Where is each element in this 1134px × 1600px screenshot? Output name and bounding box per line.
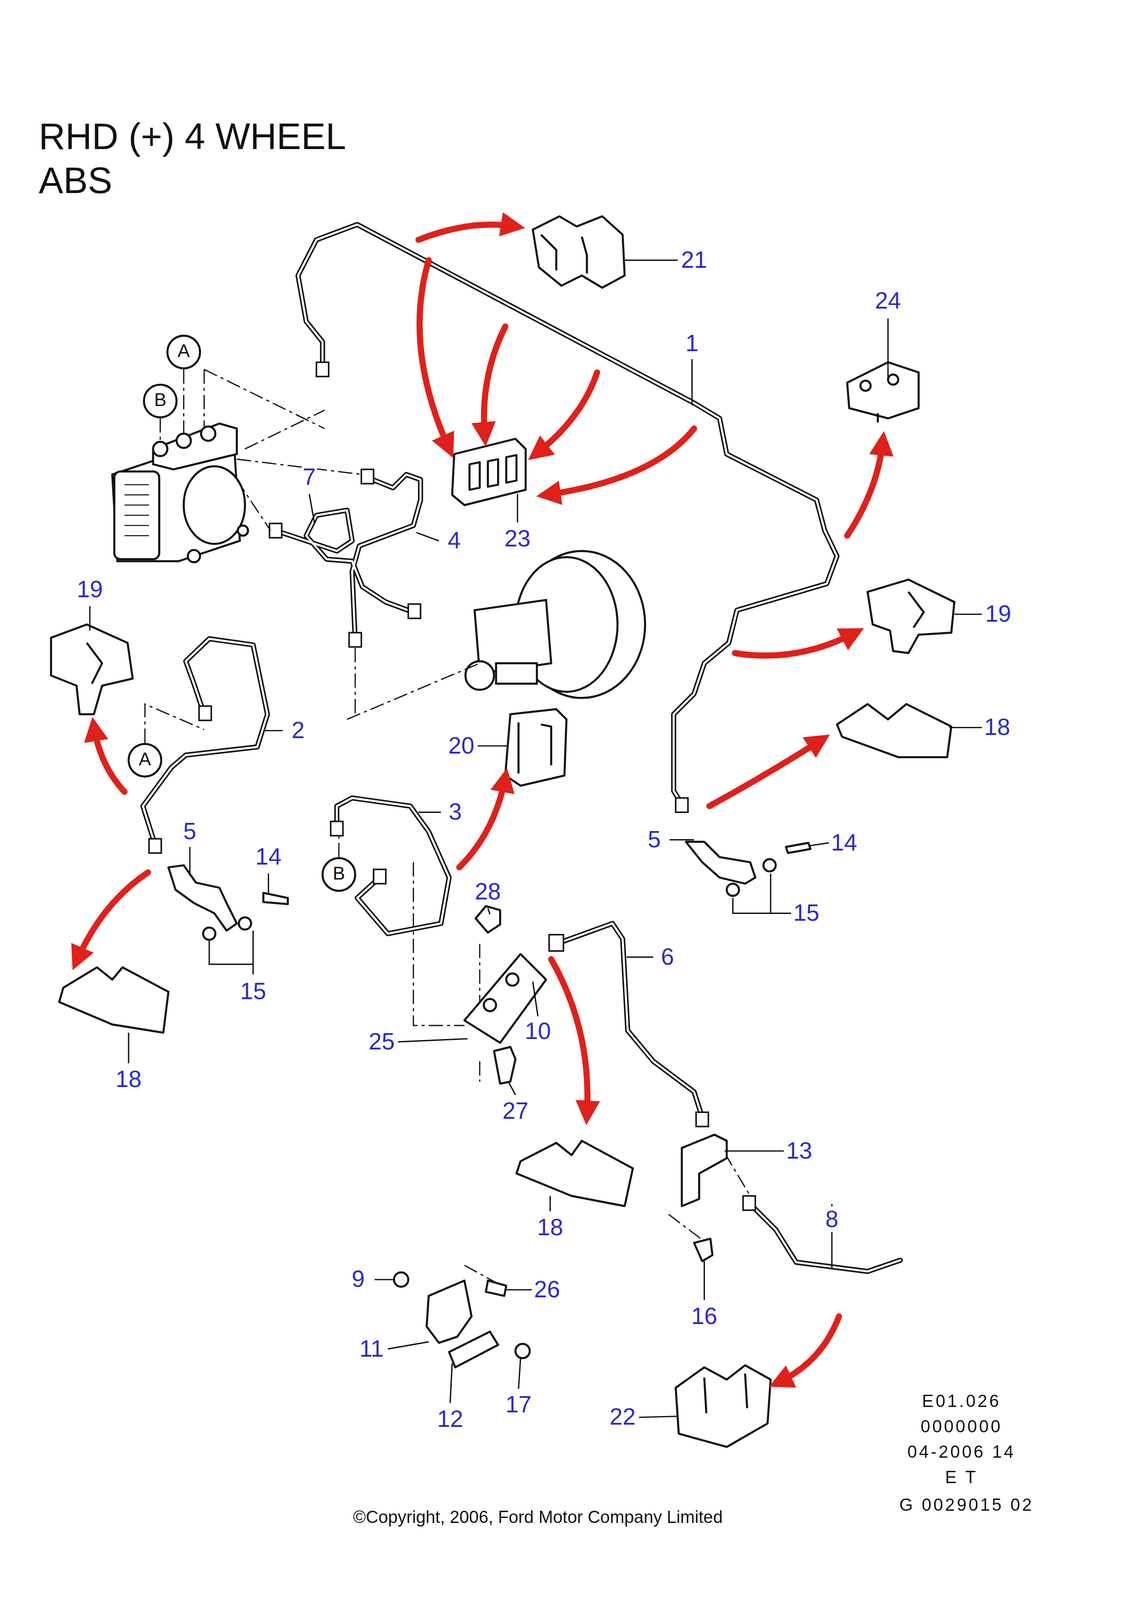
callout-number: 17	[504, 1391, 533, 1418]
callout-number: 16	[690, 1302, 719, 1329]
callout-number: 24	[873, 288, 903, 314]
copyright-note: ©Copyright, 2006, Ford Motor Company Lim…	[352, 1508, 724, 1528]
reference-letter: B	[154, 390, 167, 412]
callout-number: 2	[290, 717, 306, 744]
drawing-code: E01.026	[921, 1392, 1003, 1412]
callout-number: 19	[984, 601, 1013, 628]
diagram-title: RHD (+) 4 WHEEL ABS	[38, 114, 387, 203]
callout-number: 3	[447, 799, 463, 826]
callout-number: 6	[660, 944, 676, 970]
callout-number: 15	[792, 900, 821, 927]
drawing-code: 0000000	[919, 1417, 1004, 1437]
reference-circle: B	[142, 383, 179, 420]
callout-number: 27	[501, 1098, 530, 1125]
callout-number: 9	[350, 1266, 366, 1293]
callout-number: 18	[114, 1066, 143, 1093]
drawing-code: E T	[944, 1468, 980, 1488]
callout-number: 8	[824, 1206, 840, 1233]
reference-circle: A	[165, 333, 202, 370]
callout-number: 12	[435, 1406, 464, 1433]
callout-number: 10	[523, 1018, 552, 1045]
callout-number: 20	[447, 733, 476, 759]
callout-number: 14	[829, 829, 859, 856]
callout-number: 11	[358, 1336, 385, 1362]
callout-number: 7	[301, 464, 317, 491]
callout-number: 18	[983, 714, 1012, 741]
reference-letter: A	[138, 749, 151, 771]
callout-number: 5	[182, 818, 198, 845]
callout-number: 18	[535, 1214, 565, 1241]
drawing-code: 04-2006 14	[906, 1443, 1017, 1463]
callout-number: 4	[446, 527, 462, 554]
callout-number: 5	[646, 826, 662, 853]
callout-number: 19	[75, 576, 104, 603]
callout-number: 26	[532, 1276, 561, 1303]
callout-number: 14	[254, 844, 283, 870]
reference-letter: B	[332, 863, 345, 885]
callout-number: 23	[503, 525, 532, 552]
callout-number: 15	[239, 978, 268, 1005]
callout-number: 28	[473, 878, 502, 905]
callout-number: 13	[785, 1138, 814, 1164]
callout-number: 25	[367, 1028, 396, 1055]
callout-number: 1	[684, 330, 700, 357]
drawing-code: G 0029015 02	[898, 1496, 1035, 1516]
reference-circle: A	[126, 742, 163, 778]
callout-number: 22	[608, 1404, 637, 1430]
callout-number: 21	[680, 247, 709, 274]
reference-circle: B	[321, 856, 358, 893]
reference-letter: A	[177, 341, 190, 363]
